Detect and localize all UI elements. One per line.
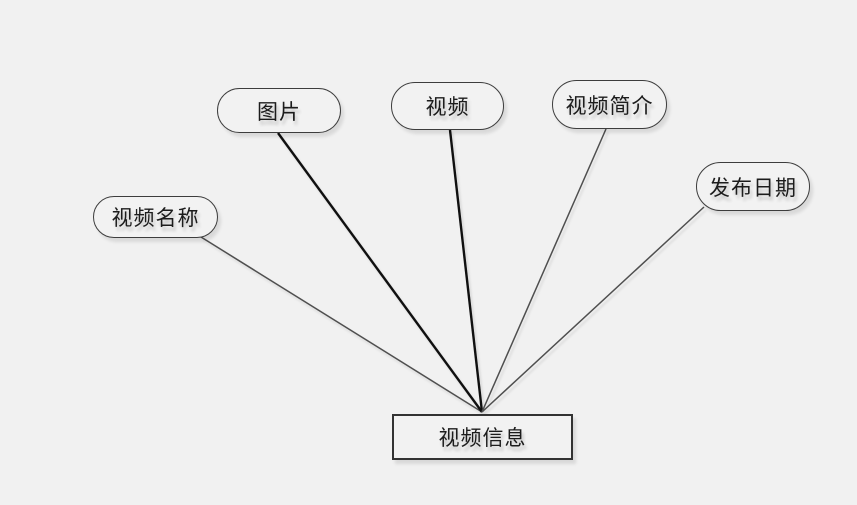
attribute-video-name: 视频名称 bbox=[93, 196, 218, 238]
attribute-video: 视频 bbox=[391, 82, 504, 130]
entity-video-info-label: 视频信息 bbox=[438, 426, 527, 450]
attribute-video-intro-label: 视频简介 bbox=[565, 93, 654, 118]
edge-video-name-to-entity bbox=[200, 236, 483, 413]
attribute-publish-date: 发布日期 bbox=[696, 162, 810, 211]
attribute-video-name-label: 视频名称 bbox=[111, 206, 200, 230]
edge-publish-date-to-entity bbox=[481, 206, 705, 413]
edge-image-to-entity bbox=[277, 132, 483, 413]
attribute-image: 图片 bbox=[217, 88, 341, 133]
entity-video-info: 视频信息 bbox=[392, 414, 573, 460]
attribute-video-intro: 视频简介 bbox=[552, 80, 667, 129]
attribute-video-label: 视频 bbox=[425, 95, 470, 119]
edge-video-intro-to-entity bbox=[481, 128, 607, 413]
attribute-publish-date-label: 发布日期 bbox=[709, 175, 797, 200]
edge-video-to-entity bbox=[448, 129, 484, 413]
attribute-image-label: 图片 bbox=[257, 99, 301, 124]
